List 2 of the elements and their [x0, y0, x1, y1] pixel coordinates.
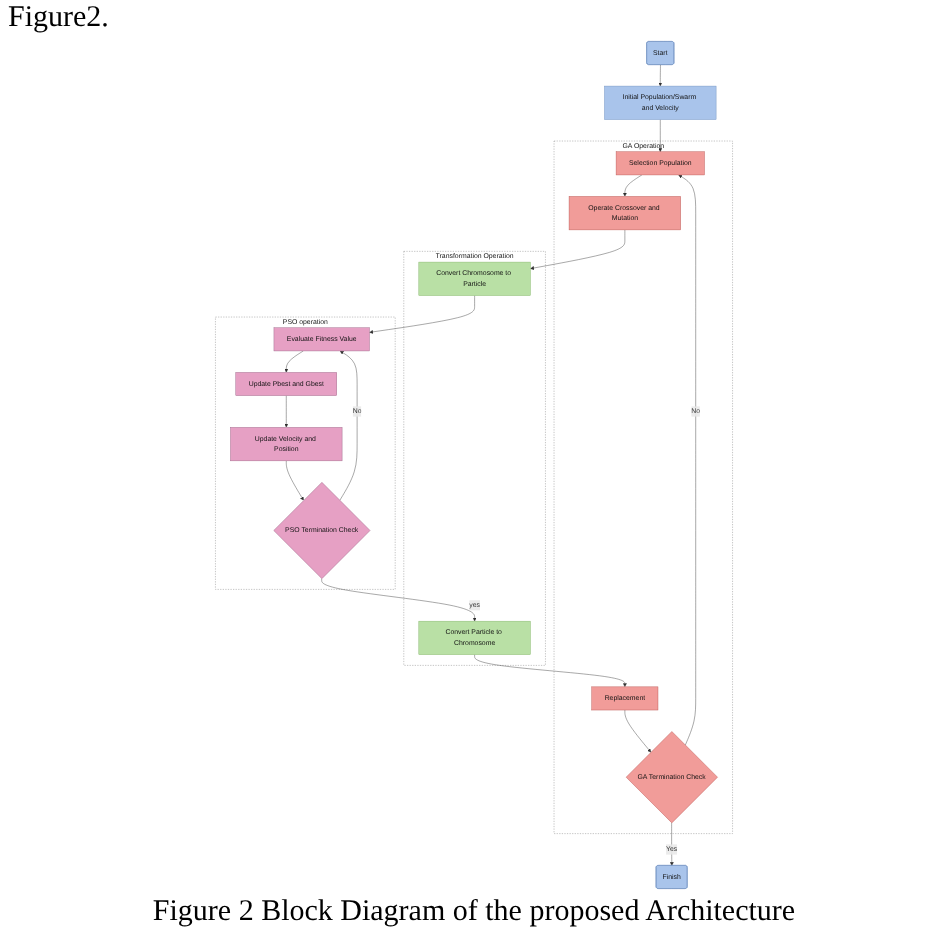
- figure-label: Figure2.: [8, 2, 111, 36]
- caption: Figure 2 Block Diagram of the proposed Architecture: [150, 896, 798, 930]
